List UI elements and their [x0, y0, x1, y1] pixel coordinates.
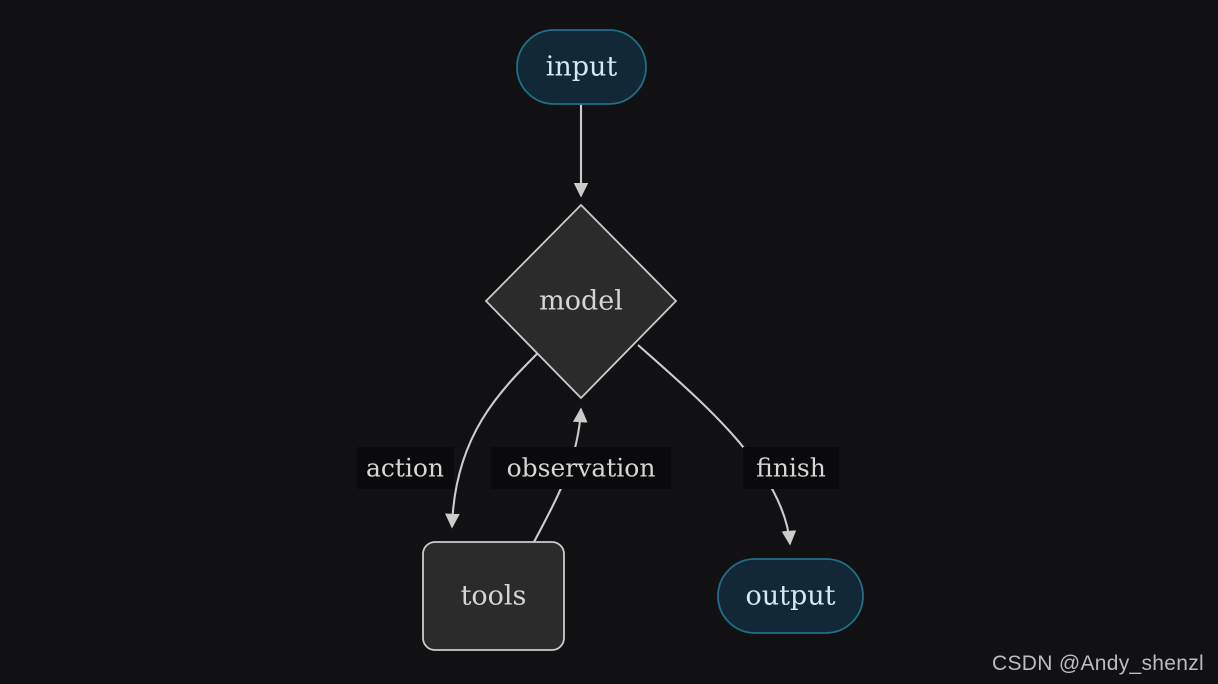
edge-label-observation-bg — [491, 447, 671, 489]
node-input-label: input — [546, 52, 618, 83]
edge-label-finish: finish — [743, 447, 839, 489]
edge-label-action-text: action — [366, 454, 444, 483]
node-input[interactable]: input — [516, 29, 647, 105]
node-tools[interactable]: tools — [422, 541, 565, 651]
node-model-label: model — [539, 286, 623, 317]
node-tools-label: tools — [461, 581, 527, 612]
edge-model-to-tools — [445, 342, 549, 529]
edge-label-action-bg — [357, 447, 454, 489]
edge-labels-group: action observation finish — [357, 447, 839, 489]
edge-label-action: action — [357, 447, 454, 489]
node-model[interactable]: model — [484, 203, 678, 400]
edge-label-observation: observation — [491, 447, 671, 489]
nodes-group: input model tools output — [422, 29, 864, 651]
node-output[interactable]: output — [717, 558, 864, 634]
node-model-shape[interactable] — [484, 203, 678, 400]
edge-label-observation-text: observation — [507, 454, 656, 483]
edge-label-finish-text: finish — [756, 454, 826, 483]
node-output-label: output — [745, 581, 835, 612]
edge-model-to-output — [637, 344, 797, 546]
node-input-shape[interactable] — [516, 29, 647, 105]
node-output-shape[interactable] — [717, 558, 864, 634]
watermark: CSDN @Andy_shenzl — [991, 652, 1204, 675]
node-tools-shape[interactable] — [422, 541, 565, 651]
edge-label-finish-bg — [743, 447, 839, 489]
